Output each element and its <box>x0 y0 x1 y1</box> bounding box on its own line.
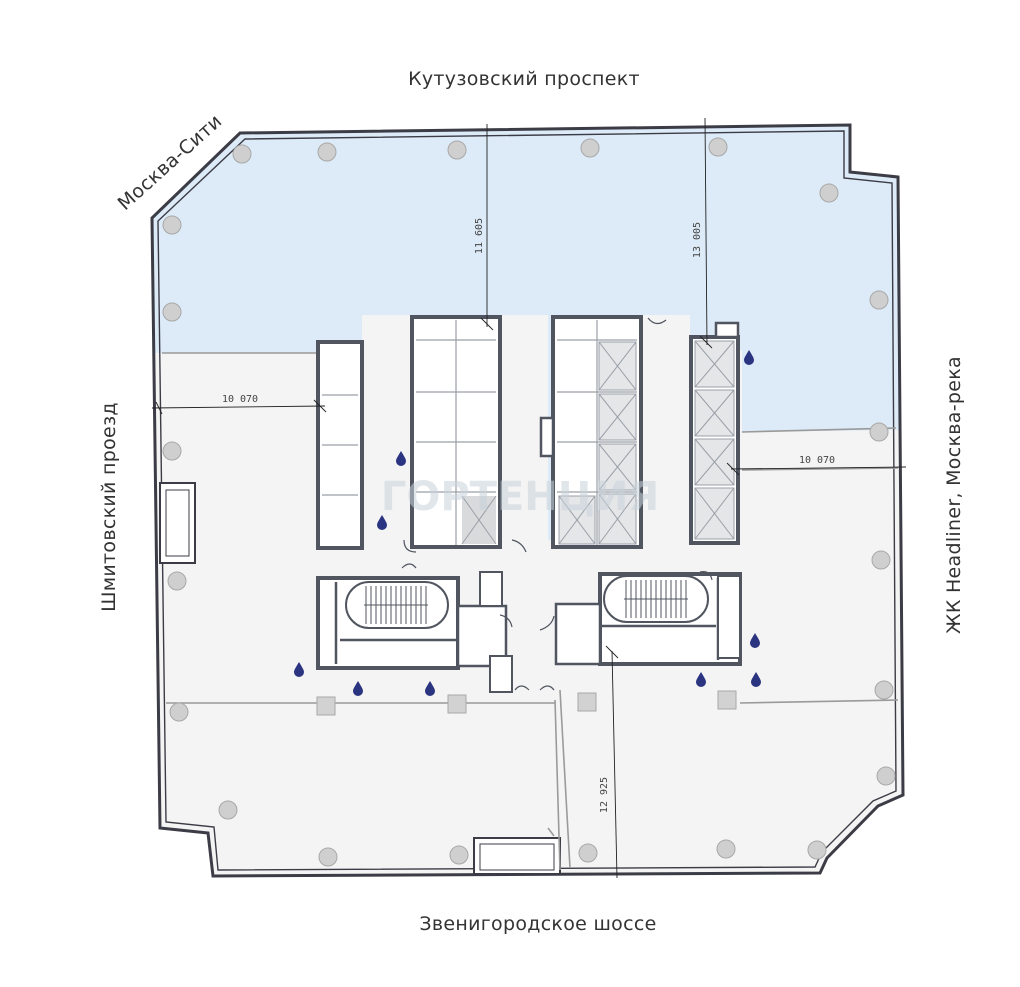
partition-lines <box>162 352 899 871</box>
core-block-d-cap <box>714 321 740 339</box>
dimension-label-13005: 13 005 <box>692 222 703 258</box>
column-icon <box>162 302 182 322</box>
core <box>316 315 742 693</box>
column-icon <box>580 138 600 158</box>
door-swings <box>401 317 713 691</box>
dimension-label-10070-left: 10 070 <box>222 394 258 405</box>
core-block-b-cells <box>416 320 496 545</box>
column-icon <box>162 215 182 235</box>
water-points <box>294 350 761 696</box>
column-icon <box>716 839 736 859</box>
water-drop-icon <box>396 451 406 466</box>
wall-niche-bottom <box>473 837 561 875</box>
water-drop-icon <box>377 515 387 530</box>
water-drop-icon <box>744 350 754 365</box>
core-block-c-niche <box>539 416 555 458</box>
stair-left-treads <box>364 586 428 624</box>
stair-right-treads <box>624 580 688 618</box>
utility-room-right <box>554 602 602 666</box>
column-icon <box>807 840 827 860</box>
exterior-wall <box>150 123 905 878</box>
wall-niche-left <box>159 482 196 564</box>
small-room-left <box>489 655 513 693</box>
column-icon <box>876 766 896 786</box>
column-icon <box>232 144 252 164</box>
water-drop-icon <box>353 681 363 696</box>
column-icon <box>167 571 187 591</box>
ventilation-shaft-icon <box>316 696 336 716</box>
core-block-c-cells <box>557 320 637 545</box>
column-icon <box>169 702 189 722</box>
wall-niche-bottom-inner <box>479 843 555 871</box>
dimension-lines <box>151 117 907 879</box>
shafts <box>316 690 737 716</box>
ventilation-shaft-icon <box>577 692 597 712</box>
dimension-label-11605: 11 605 <box>474 218 485 254</box>
street-label-bottom: Звенигородское шоссе <box>419 913 656 935</box>
column-icon <box>708 137 728 157</box>
core-block-a-cells <box>322 394 358 496</box>
column-icon <box>318 847 338 867</box>
street-label-top: Кутузовский проспект <box>408 68 640 90</box>
column-icon <box>317 142 337 162</box>
street-label-right: ЖК Headliner, Москва-река <box>943 356 965 634</box>
column-icon <box>449 845 469 865</box>
street-label-left: Шмитовский проезд <box>98 402 120 612</box>
column-icon <box>578 843 598 863</box>
columns <box>162 137 896 867</box>
wall-niche-left-inner <box>165 489 190 557</box>
core-block-c-elevators <box>558 341 637 545</box>
column-icon <box>869 290 889 310</box>
water-drop-icon <box>425 681 435 696</box>
small-room-right <box>717 575 741 659</box>
water-drop-icon <box>751 672 761 687</box>
water-drop-icon <box>750 633 760 648</box>
core-block-d-elevators <box>694 340 735 540</box>
column-icon <box>218 800 238 820</box>
column-icon <box>162 441 182 461</box>
utility-niche-left <box>479 571 503 607</box>
dimension-label-10070-right: 10 070 <box>799 455 835 466</box>
water-drop-icon <box>294 662 304 677</box>
ventilation-shaft-icon <box>717 690 737 710</box>
water-drop-icon <box>696 672 706 687</box>
dimension-label-12925: 12 925 <box>599 777 610 813</box>
column-icon <box>871 550 891 570</box>
column-icon <box>819 183 839 203</box>
column-icon <box>447 140 467 160</box>
watermark: ГОРТЕНЦИЯ <box>381 474 659 520</box>
ventilation-shaft-icon <box>447 694 467 714</box>
column-icon <box>869 422 889 442</box>
column-icon <box>874 680 894 700</box>
highlighted-office-area <box>152 125 903 540</box>
